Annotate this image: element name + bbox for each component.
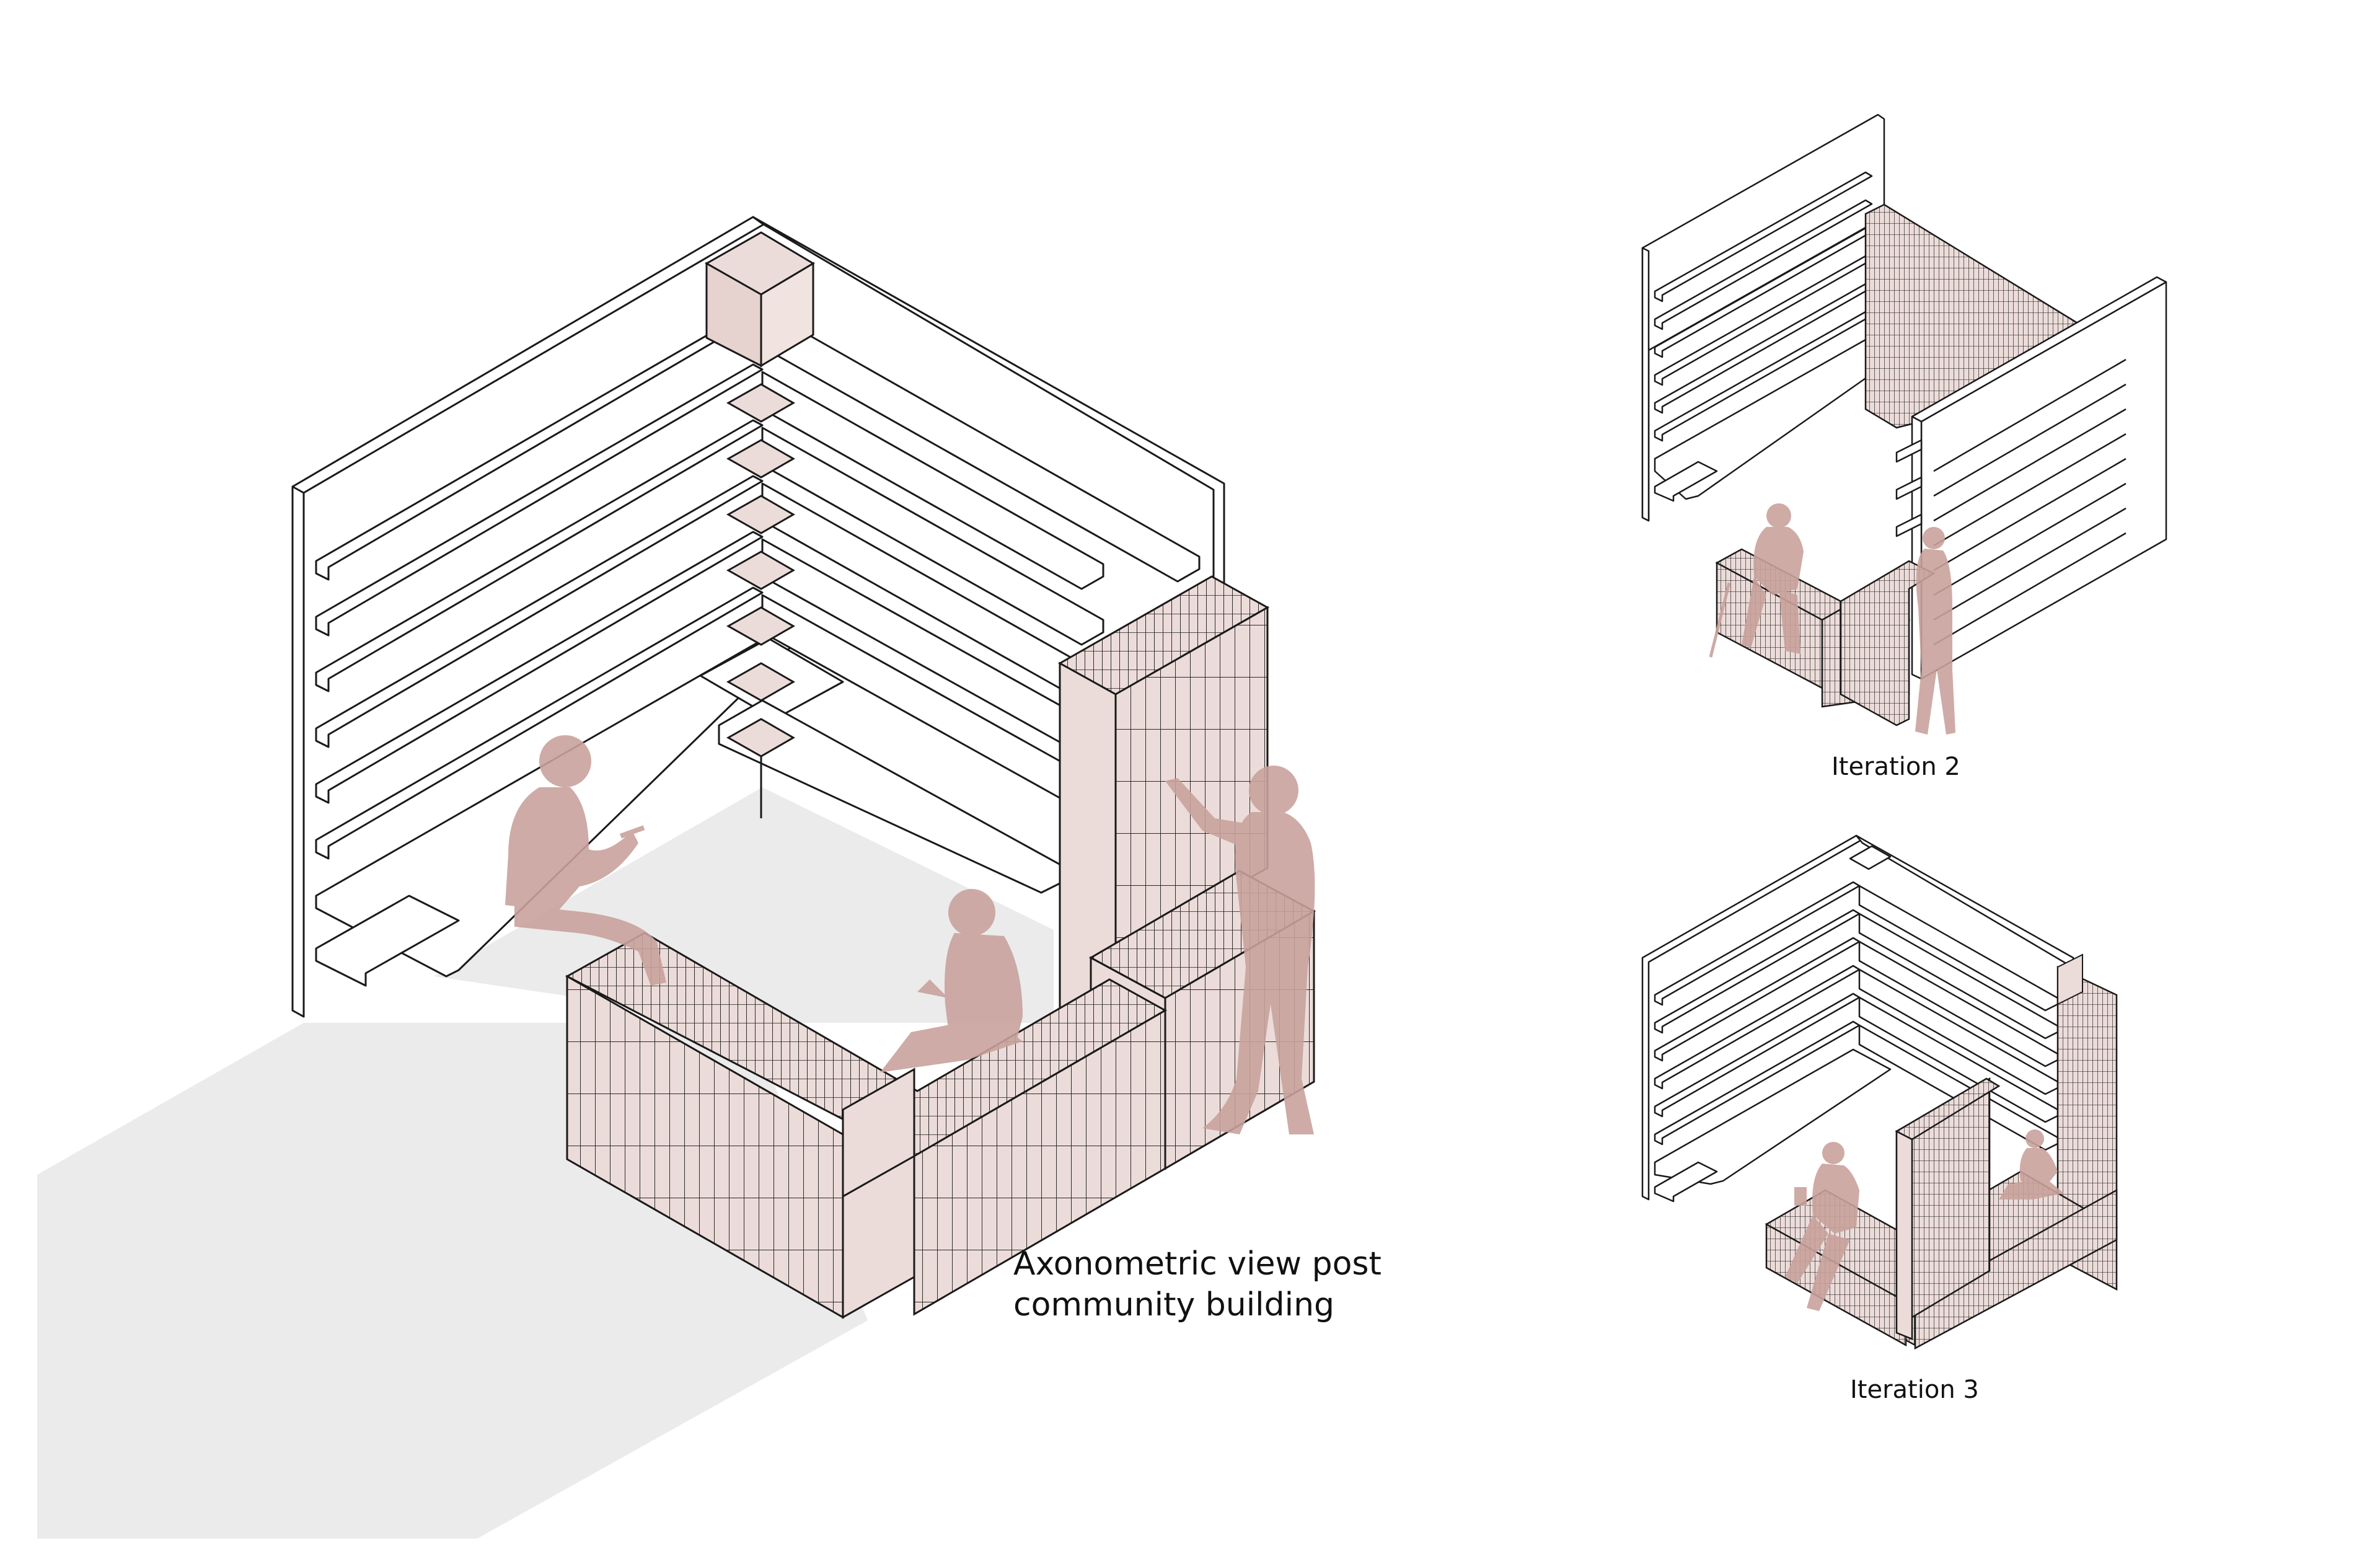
iter3-shelf-l3 (1654, 937, 1861, 1062)
iter3-shelf-r5 (1858, 996, 2059, 1123)
shelf-left-3 (315, 419, 764, 692)
shelf-left-8 (315, 895, 460, 987)
iteration-3-diagram (1641, 834, 2118, 1350)
iter3-shelf-l8 (1654, 1161, 1718, 1203)
iter3-shelf-l4 (1654, 965, 1861, 1090)
iter3-divider-top (1895, 1077, 2001, 1141)
iter2-panel-slat-1 (1933, 358, 2127, 472)
corner-strip-7 (726, 718, 796, 758)
iter2-figures (1709, 503, 1955, 735)
iter3-right-pillar-face (2057, 953, 2083, 1005)
iter3-bench-side (1914, 1188, 2118, 1350)
iter2-panel-slat-7 (1933, 507, 2127, 621)
iter2-left-wall-face (1641, 247, 1650, 522)
iter2-shelf-8 (1654, 461, 1718, 502)
corner-strip-6 (726, 662, 796, 702)
iter3-shelf-r4 (1858, 968, 2059, 1095)
iter3-person-seated-right (1999, 1129, 2064, 1200)
iter3-person-seated-left (1785, 1142, 1859, 1311)
iter3-shelf-l1 (1654, 881, 1861, 1006)
iter2-panel-shelf-c (1895, 513, 1923, 537)
iter2-panel-slat-8 (1933, 532, 2127, 646)
iter2-bench-block (1840, 560, 1936, 727)
person-seated-bench (880, 889, 1023, 1072)
iter2-panel-shelf-a (1895, 439, 1923, 463)
corner-cube-right (760, 262, 814, 368)
iter2-panel-slat-5 (1933, 457, 2127, 572)
shelf-left-5 (315, 531, 764, 804)
iter3-shelf-r6 (1858, 1024, 2059, 1151)
corner-strip-5 (726, 606, 796, 646)
corner-strip-3 (726, 495, 796, 534)
iter3-figures (1785, 1129, 2064, 1311)
corner-column (704, 231, 815, 818)
iter3-corner-post (1849, 845, 1892, 870)
iteration-2-diagram (1641, 113, 2167, 735)
left-wall-front (291, 485, 305, 1018)
iter3-shelf-l2 (1654, 909, 1861, 1034)
iteration-3-caption: Iteration 3 (1850, 1376, 1979, 1404)
iter2-right-panel-top (1911, 276, 2167, 423)
iter3-shelf-r3 (1858, 940, 2059, 1067)
person-seated-left (505, 735, 666, 986)
iter3-shelf-desk (1654, 1048, 1892, 1185)
main-axonometric (37, 216, 1316, 1539)
iter2-shelf-1 (1654, 171, 1873, 303)
iter2-shelf-2 (1654, 199, 1873, 330)
iter3-divider-edge (1895, 1129, 1913, 1340)
iter3-shelf-r2 (1858, 912, 2059, 1040)
main-caption-line2: community building (1013, 1286, 1334, 1323)
shelf-left-2 (315, 363, 764, 637)
iter2-panel-shelf-b (1895, 476, 1923, 500)
main-caption-line1: Axonometric view post (1013, 1245, 1382, 1283)
shelving-unit (291, 216, 1225, 1018)
iter3-shelf-r1 (1858, 885, 2059, 1012)
iter2-panel-slat-3 (1933, 408, 2127, 522)
iteration-2-caption: Iteration 2 (1831, 753, 1960, 781)
shelf-left-6 (315, 586, 764, 860)
iter3-shelf-l6 (1654, 1020, 1861, 1146)
iter2-panel-slat-4 (1933, 433, 2127, 547)
iter2-panel-slat-2 (1933, 383, 2127, 497)
person-standing-right (1165, 766, 1315, 1134)
corner-strip-2 (726, 439, 796, 479)
iter3-shelf-l5 (1654, 992, 1861, 1118)
iter2-panel-slat-6 (1933, 482, 2127, 596)
iter2-person-standing (1915, 527, 1955, 735)
corner-strip-1 (726, 383, 796, 423)
shelf-left-4 (315, 475, 764, 748)
figures-main (505, 735, 1315, 1134)
iter2-person-seated (1709, 503, 1804, 658)
bench-corner-cube (842, 1067, 915, 1198)
bench-side-face (913, 1009, 1166, 1316)
corner-strip-4 (726, 550, 796, 590)
